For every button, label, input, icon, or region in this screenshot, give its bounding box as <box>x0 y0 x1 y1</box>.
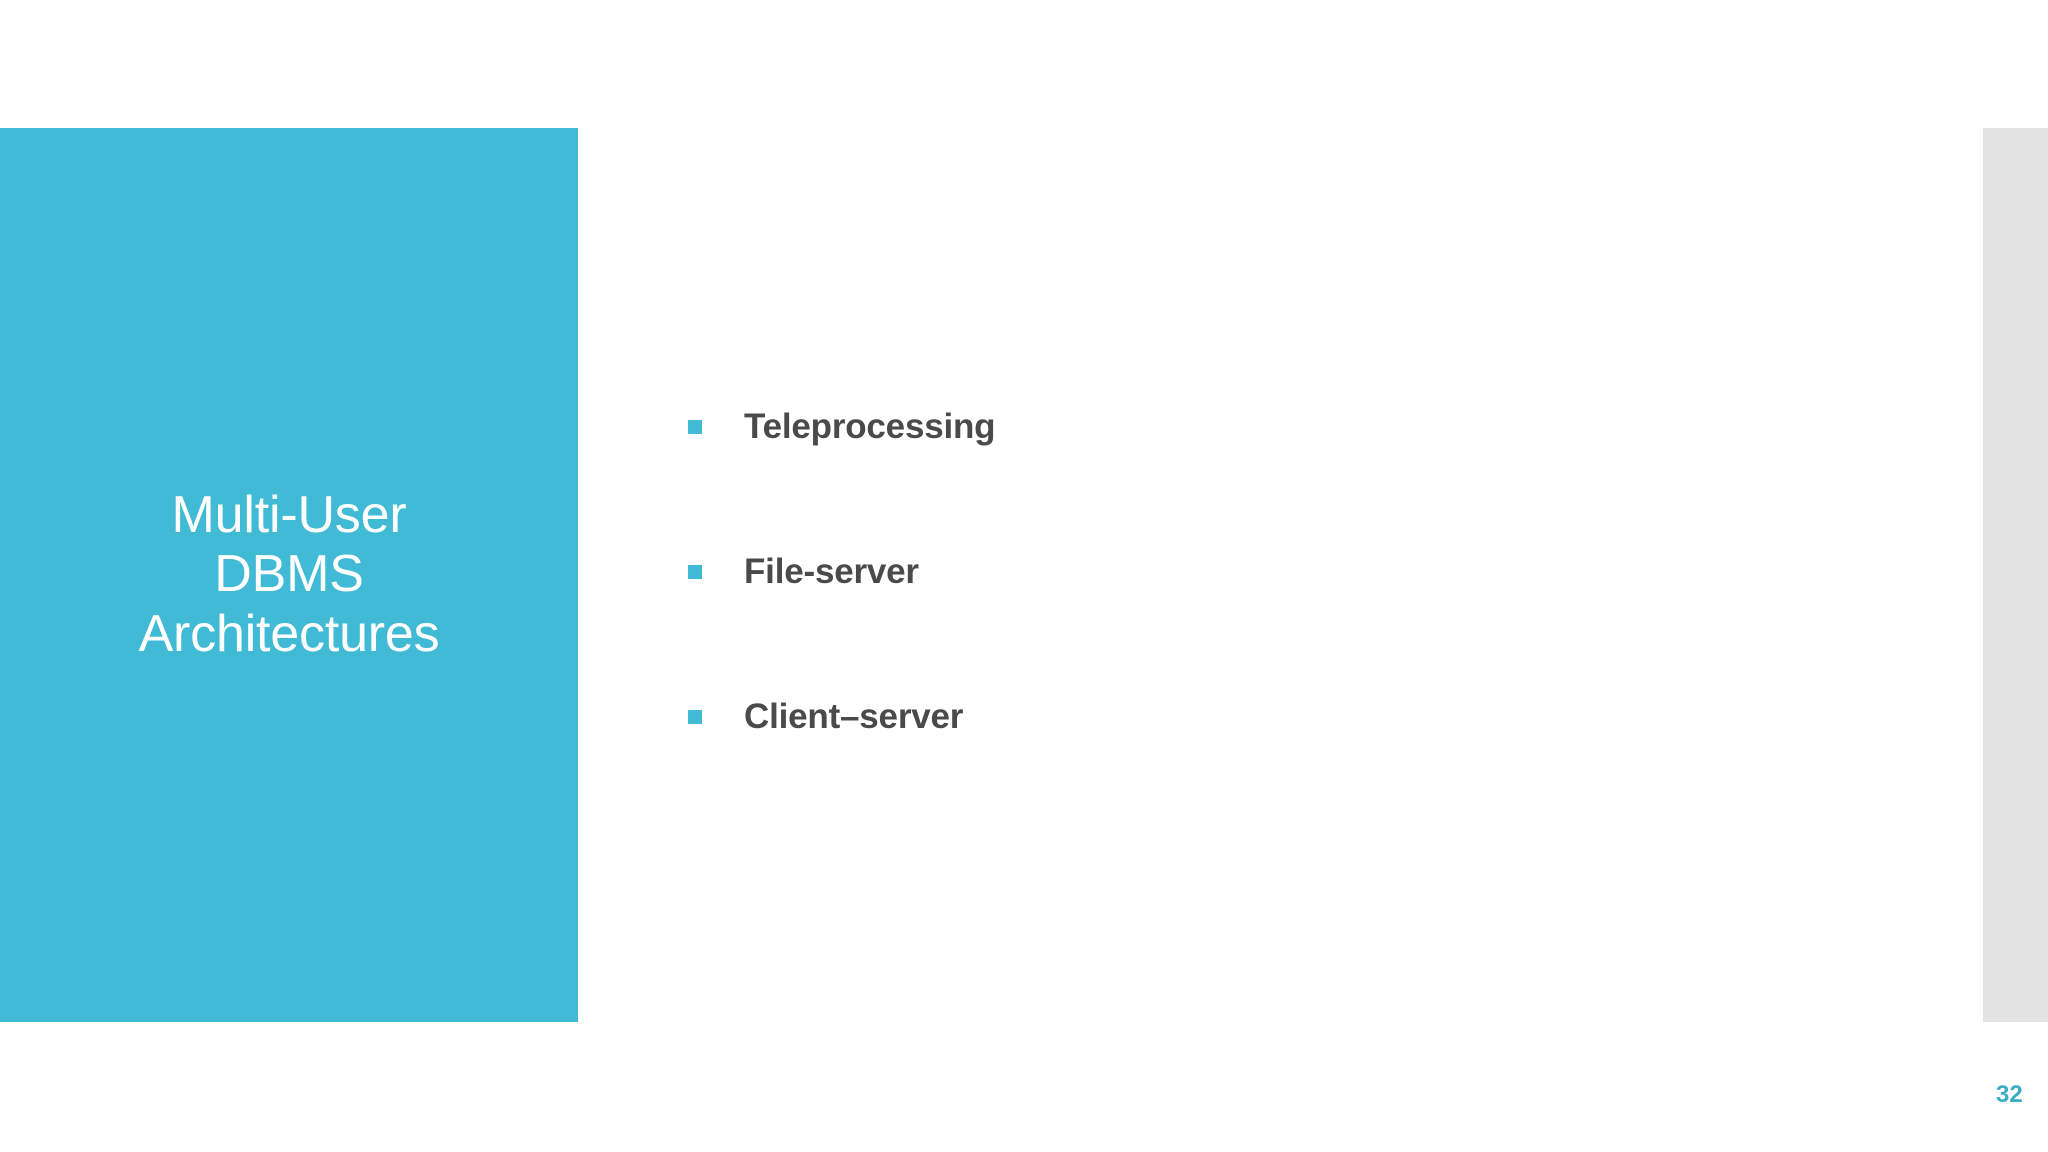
list-item-label: Teleprocessing <box>744 407 996 446</box>
square-bullet-icon <box>688 420 702 434</box>
title-panel: Multi-User DBMS Architectures <box>0 128 578 1022</box>
list-item-label: File-server <box>744 552 919 591</box>
slide-number: 32 <box>1996 1081 2023 1108</box>
list-item: Client–server <box>688 694 1888 839</box>
page-title: Multi-User DBMS Architectures <box>138 486 440 663</box>
right-edge-strip <box>1983 128 2048 1022</box>
bullet-list: Teleprocessing File-server Client–server <box>688 404 1888 839</box>
list-item: File-server <box>688 549 1888 694</box>
list-item-label: Client–server <box>744 697 964 736</box>
list-item: Teleprocessing <box>688 404 1888 549</box>
square-bullet-icon <box>688 710 702 724</box>
square-bullet-icon <box>688 565 702 579</box>
